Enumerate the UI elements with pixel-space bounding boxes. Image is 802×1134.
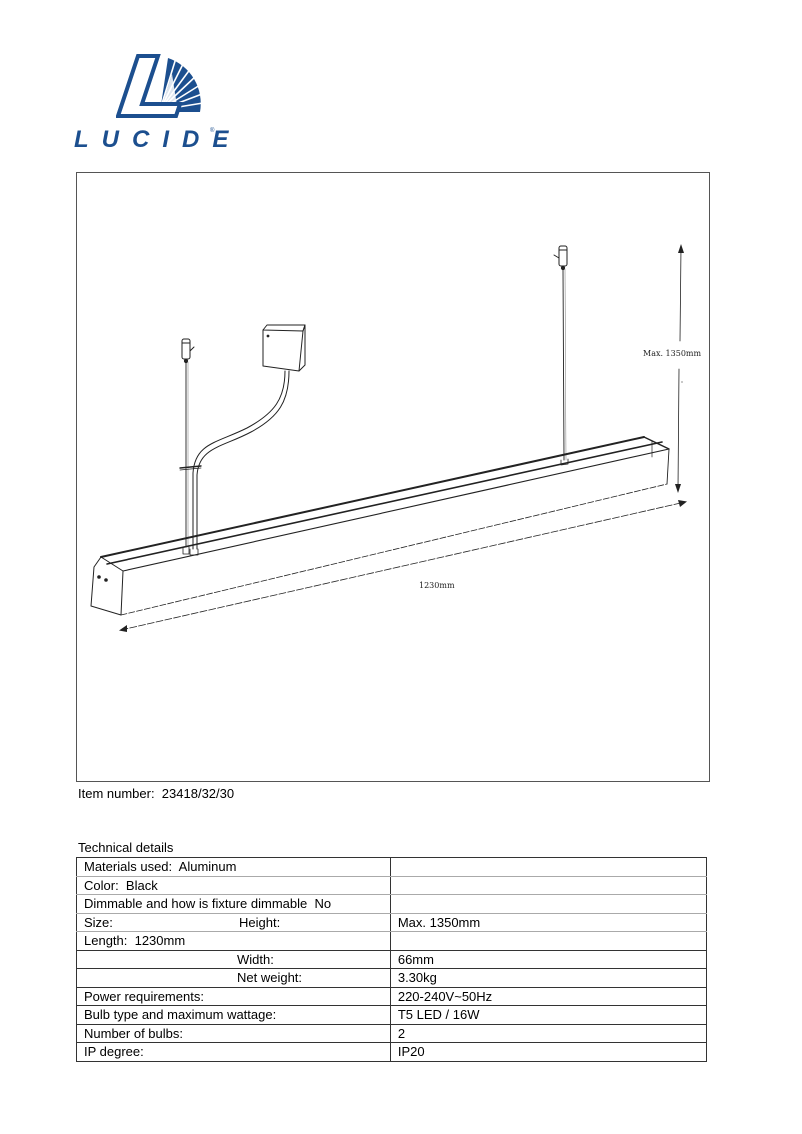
table-row: Length: 1230mm: [76, 931, 708, 951]
spec-value-ip-degree: IP20: [389, 1042, 708, 1062]
canopy-box-icon: [262, 324, 306, 372]
spec-label-dimmable: Dimmable and how is fixture dimmable No: [76, 894, 391, 914]
spec-value-width: 66mm: [389, 949, 708, 969]
lucide-sunburst-l-icon: [116, 54, 204, 118]
spec-value-materials: [389, 857, 708, 877]
height-dimension-label: Max. 1350mm: [643, 349, 702, 358]
table-row: Width: 66mm: [76, 949, 708, 969]
table-row: Net weight: 3.30kg: [76, 968, 708, 988]
table-row: Power requirements: 220-240V~50Hz: [76, 986, 708, 1006]
width-label: Width:: [237, 951, 274, 967]
spec-label-net-weight: Net weight:: [76, 968, 391, 988]
spec-value-length: [389, 931, 708, 951]
net-weight-label: Net weight:: [237, 970, 303, 986]
pendant-light-drawing: Max. 1350mm 1230mm: [90, 244, 702, 632]
technical-details-table: Materials used: Aluminum Color: Black Di…: [76, 857, 708, 1062]
table-row: Dimmable and how is fixture dimmable No: [76, 894, 708, 914]
spec-value-bulb-count: 2: [389, 1023, 708, 1043]
left-suspension-fitting-icon: [181, 338, 195, 364]
table-row: Color: Black: [76, 875, 708, 895]
spec-value-net-weight: 3.30kg: [389, 968, 708, 988]
spec-value-power: 220-240V~50Hz: [389, 986, 708, 1006]
lucide-logo: LUCIDE ®: [74, 54, 228, 158]
table-row: Bulb type and maximum wattage: T5 LED / …: [76, 1005, 708, 1025]
height-label: Height:: [239, 914, 281, 930]
table-row: IP degree: IP20: [76, 1042, 708, 1062]
table-row: Number of bulbs: 2: [76, 1023, 708, 1043]
item-number: Item number: 23418/32/30: [78, 786, 235, 801]
spec-label-bulb-type: Bulb type and maximum wattage:: [76, 1005, 391, 1025]
spec-label-width: Width:: [76, 949, 391, 969]
brand-wordmark: LUCIDE: [74, 126, 242, 153]
size-label: Size:: [84, 914, 113, 930]
table-row: Size: Height: Max. 1350mm: [76, 912, 708, 932]
spec-value-dimmable: [389, 894, 708, 914]
spec-value-height: Max. 1350mm: [389, 912, 708, 932]
spec-label-bulb-count: Number of bulbs:: [76, 1023, 391, 1043]
spec-label-size-height: Size: Height:: [76, 912, 391, 932]
registered-mark: ®: [210, 128, 215, 134]
technical-details-heading: Technical details: [78, 840, 174, 855]
spec-label-power: Power requirements:: [76, 986, 391, 1006]
spec-value-color: [389, 875, 708, 895]
spec-label-ip-degree: IP degree:: [76, 1042, 391, 1062]
spec-value-bulb-type: T5 LED / 16W: [389, 1005, 708, 1025]
right-suspension-fitting-icon: [553, 245, 568, 271]
spec-label-length: Length: 1230mm: [76, 931, 391, 951]
table-row: Materials used: Aluminum: [76, 857, 708, 877]
spec-label-color: Color: Black: [76, 875, 391, 895]
length-dimension-label: 1230mm: [419, 581, 455, 590]
spec-label-materials: Materials used: Aluminum: [76, 857, 391, 877]
product-drawing-frame: Max. 1350mm 1230mm: [76, 172, 710, 782]
